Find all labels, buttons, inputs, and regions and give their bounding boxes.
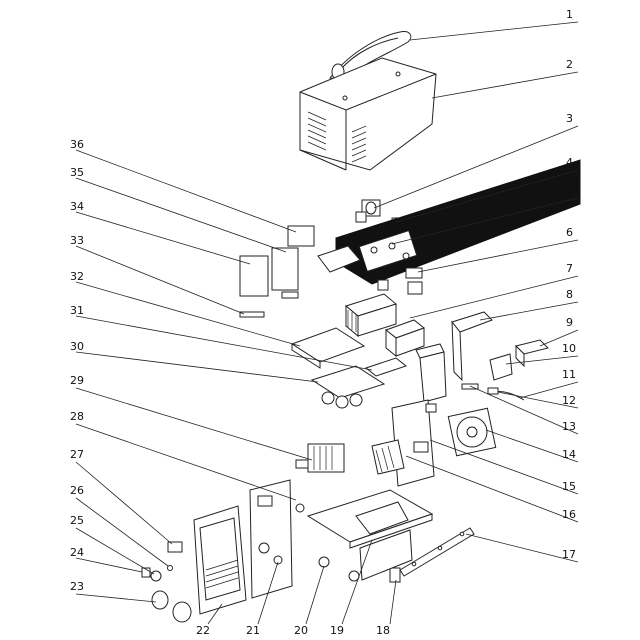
part-transformer (295, 443, 345, 473)
part-terminal (405, 267, 423, 295)
parts-drawing (141, 31, 581, 623)
callout-26: 26 (70, 484, 84, 497)
callout-35: 35 (70, 166, 84, 179)
callout-29: 29 (70, 374, 84, 387)
callout-17: 17 (562, 548, 576, 561)
part-main-board (335, 159, 581, 285)
part-cable-clip (461, 383, 525, 401)
leader-lines (75, 21, 579, 625)
part-insulation-plate (290, 327, 366, 369)
part-top-cover (299, 57, 437, 171)
callout-2: 2 (566, 58, 573, 71)
callout-12: 12 (562, 394, 576, 407)
callout-1: 1 (566, 8, 573, 21)
part-heatsink (344, 293, 426, 358)
callout-13: 13 (562, 420, 576, 433)
callout-6: 6 (566, 226, 573, 239)
part-base-plate (306, 489, 434, 582)
callout-20: 20 (294, 624, 308, 637)
callout-31: 31 (70, 304, 84, 317)
callout-23: 23 (70, 580, 84, 593)
part-faceplate (193, 505, 247, 615)
part-rail (399, 527, 475, 577)
callout-14: 14 (562, 448, 576, 461)
callout-8: 8 (566, 288, 573, 301)
callout-28: 28 (70, 410, 84, 423)
callout-5: 5 (566, 184, 573, 197)
callout-32: 32 (70, 270, 84, 283)
callout-4: 4 (566, 156, 573, 169)
callout-30: 30 (70, 340, 84, 353)
callout-24: 24 (70, 546, 84, 559)
callout-25: 25 (70, 514, 84, 527)
callout-36: 36 (70, 138, 84, 151)
callout-27: 27 (70, 448, 84, 461)
part-rear-panel (371, 399, 437, 487)
callout-15: 15 (562, 480, 576, 493)
part-connectors (141, 541, 192, 623)
callout-18: 18 (376, 624, 390, 637)
part-small-box (389, 567, 401, 583)
part-front-panel (249, 479, 305, 599)
callout-34: 34 (70, 200, 84, 213)
callout-10: 10 (562, 342, 576, 355)
part-cooling-fan (447, 407, 497, 457)
part-side-brackets (415, 311, 549, 403)
part-mounting-brackets (239, 225, 389, 318)
callout-22: 22 (196, 624, 210, 637)
callout-9: 9 (566, 316, 573, 329)
callout-33: 33 (70, 234, 84, 247)
callout-11: 11 (562, 368, 576, 381)
part-capacitor-board (310, 357, 408, 409)
callout-16: 16 (562, 508, 576, 521)
callout-3: 3 (566, 112, 573, 125)
callout-19: 19 (330, 624, 344, 637)
callout-7: 7 (566, 262, 573, 275)
callout-labels: 1 2 3 4 5 6 7 8 9 10 11 12 13 14 15 16 1… (70, 8, 576, 637)
callout-21: 21 (246, 624, 260, 637)
